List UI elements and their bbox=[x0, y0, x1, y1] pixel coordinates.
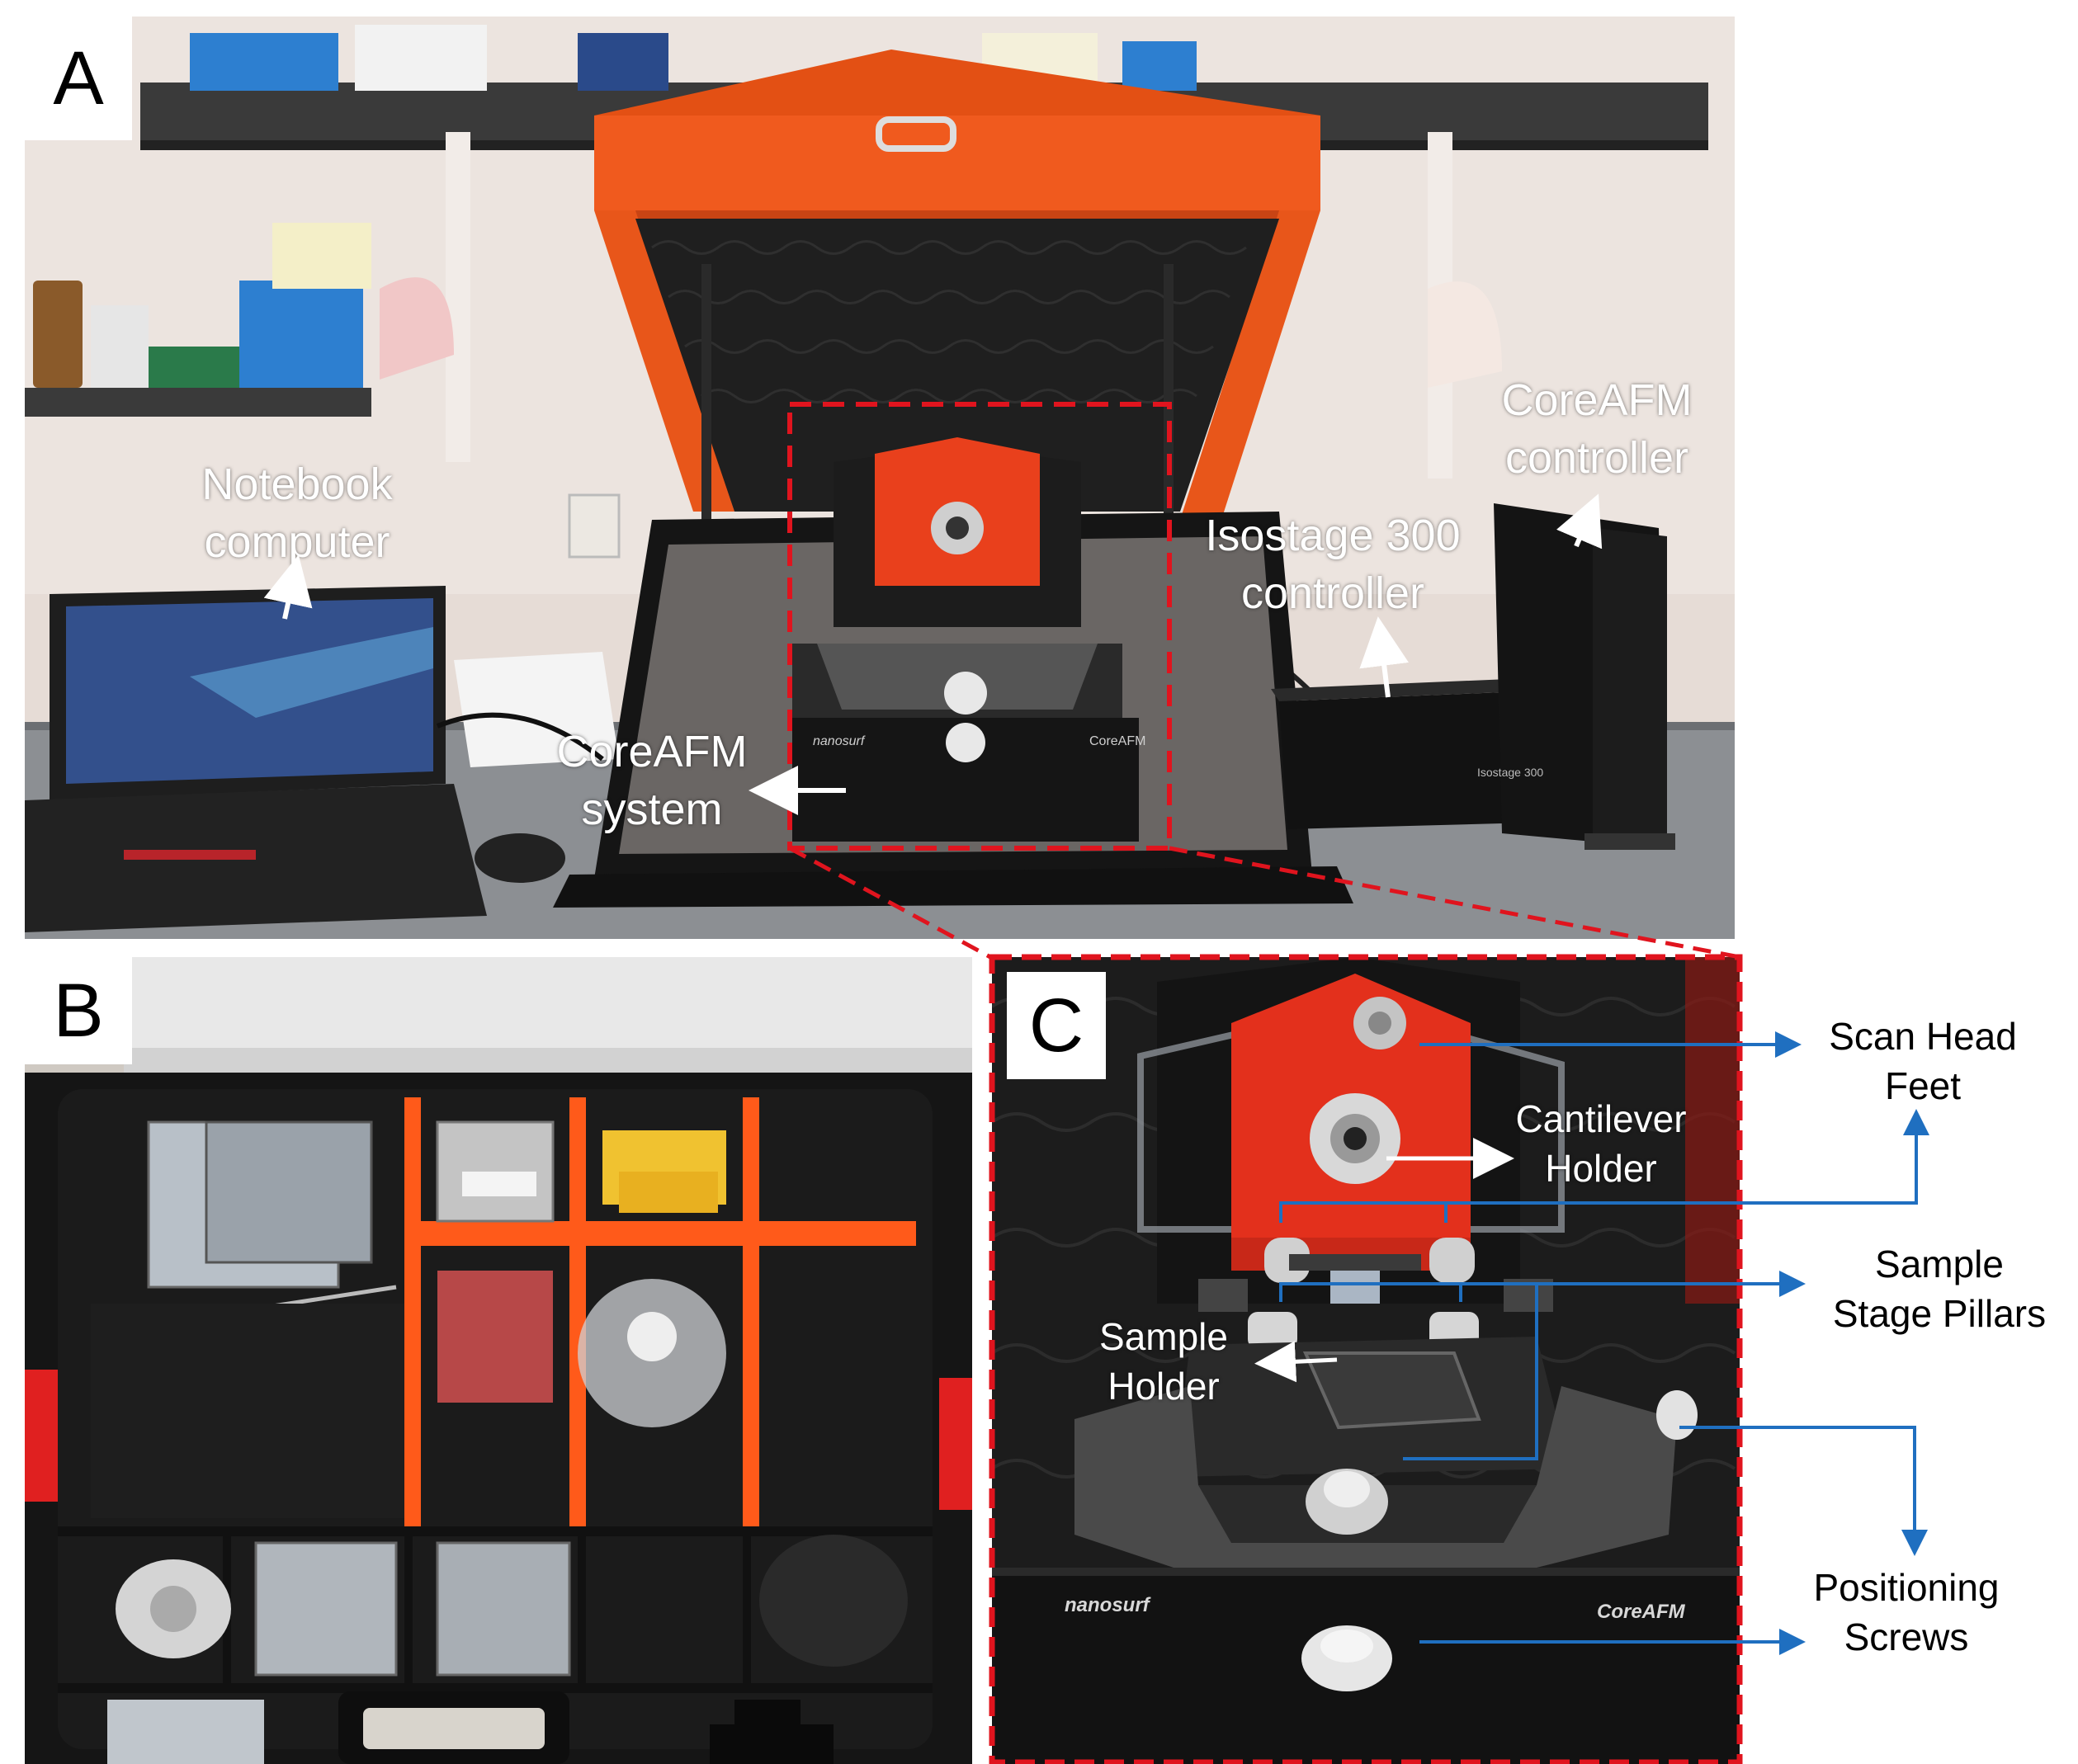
label-notebook-line1: Notebook bbox=[201, 460, 393, 509]
label-coreafm-system-line2: system bbox=[581, 785, 723, 834]
label-coreafm-controller-line2: controller bbox=[1504, 433, 1689, 483]
label-isostage-controller: Isostage 300 controller bbox=[1188, 507, 1477, 622]
label-coreafm-system: CoreAFM system bbox=[536, 723, 767, 838]
coreafm-front-model-a: CoreAFM bbox=[1089, 734, 1146, 748]
panel-b-photo bbox=[25, 957, 972, 1764]
isostage-front-text: Isostage 300 bbox=[1477, 766, 1544, 779]
label-scan-head-line2: Feet bbox=[1884, 1064, 1962, 1107]
label-cantilever-holder: Cantilever Holder bbox=[1494, 1094, 1708, 1193]
label-sample-stage-line2: Stage Pillars bbox=[1832, 1292, 2047, 1335]
coreafm-front-model-c: CoreAFM bbox=[1597, 1601, 1685, 1623]
label-positioning-screws: Positioning Screws bbox=[1783, 1563, 2030, 1662]
label-scan-head-feet: Scan Head Feet bbox=[1799, 1012, 2047, 1111]
panel-label-a: A bbox=[25, 17, 132, 140]
panel-label-c: C bbox=[1007, 972, 1106, 1079]
label-positioning-line1: Positioning bbox=[1813, 1566, 2000, 1609]
panel-label-b: B bbox=[25, 957, 132, 1064]
label-scan-head-line1: Scan Head bbox=[1829, 1015, 2017, 1058]
label-cantilever-line2: Holder bbox=[1545, 1147, 1657, 1190]
label-isostage-line1: Isostage 300 bbox=[1205, 511, 1461, 560]
label-coreafm-system-line1: CoreAFM bbox=[556, 727, 748, 776]
label-sample-holder-line2: Holder bbox=[1107, 1365, 1220, 1408]
label-coreafm-controller: CoreAFM controller bbox=[1477, 371, 1717, 487]
coreafm-front-brand-c: nanosurf bbox=[1065, 1594, 1150, 1616]
label-sample-stage-line1: Sample bbox=[1875, 1243, 2004, 1285]
label-isostage-line2: controller bbox=[1240, 568, 1425, 618]
label-notebook-computer: Notebook computer bbox=[182, 455, 413, 571]
label-sample-holder-line1: Sample bbox=[1099, 1315, 1228, 1358]
coreafm-front-brand-a: nanosurf bbox=[813, 734, 865, 748]
label-cantilever-line1: Cantilever bbox=[1515, 1097, 1687, 1140]
label-sample-stage-pillars: Sample Stage Pillars bbox=[1803, 1239, 2076, 1338]
label-coreafm-controller-line1: CoreAFM bbox=[1501, 375, 1693, 425]
label-positioning-line2: Screws bbox=[1844, 1615, 1969, 1658]
label-sample-holder: Sample Holder bbox=[1073, 1312, 1254, 1411]
label-notebook-line2: computer bbox=[204, 517, 390, 567]
